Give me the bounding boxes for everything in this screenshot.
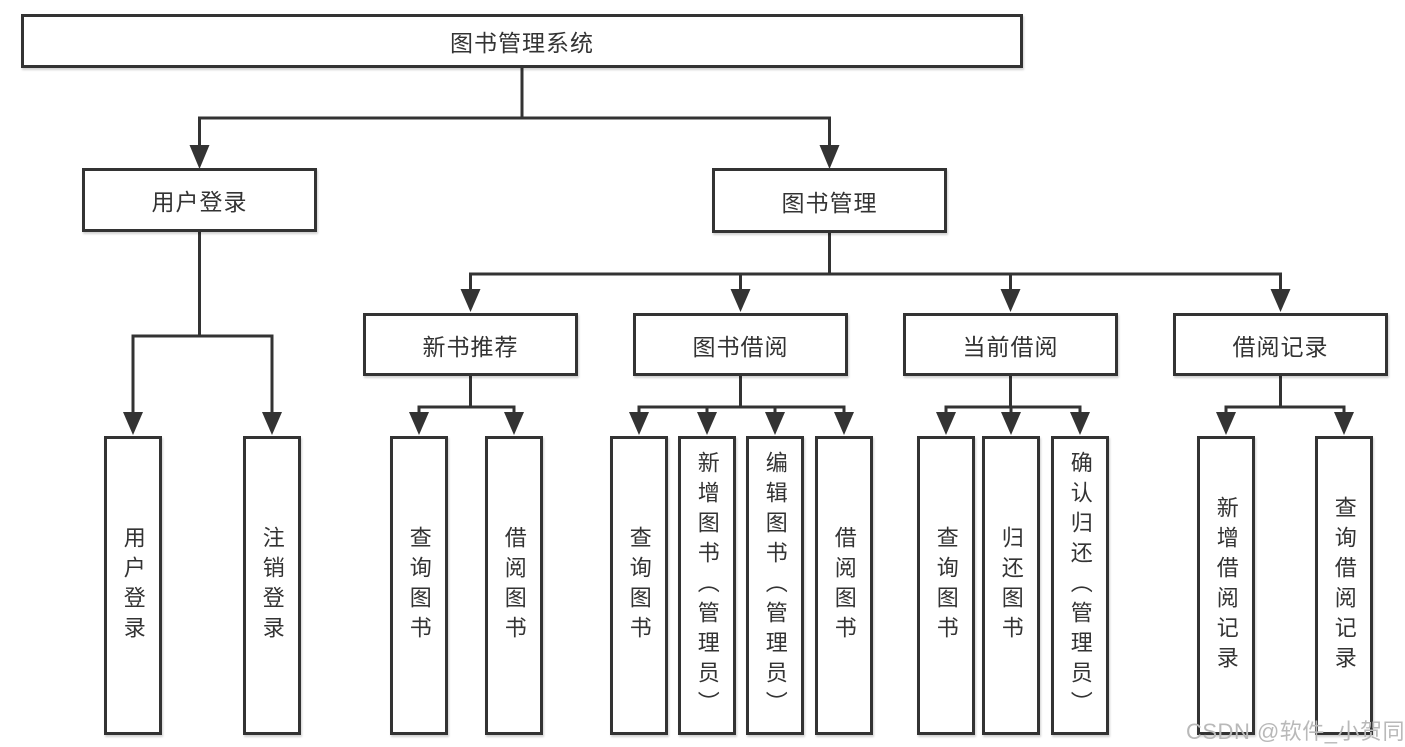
csdn-watermark: CSDN @软件_小贺同学 (1186, 719, 1405, 744)
connector-root-to-level2 (189, 68, 840, 169)
leaf-label: 查询图书 (406, 525, 432, 646)
connector-line (637, 376, 846, 414)
connector-new-book-recommend-to-leaves (409, 376, 524, 435)
arrowhead (504, 412, 524, 435)
leaf-query-books-1: 查询图书 (390, 436, 448, 735)
leaf-label: 借阅图书 (831, 525, 857, 646)
arrowhead (765, 412, 785, 435)
node-root-system: 图书管理系统 (21, 14, 1023, 68)
node-borrow-records: 借阅记录 (1173, 313, 1388, 376)
leaf-user-login: 用户登录 (104, 436, 162, 735)
leaf-add-borrow-record: 新增借阅记录 (1197, 436, 1255, 735)
leaf-label: 查询图书 (933, 525, 959, 646)
connector-book-management-to-level3 (460, 233, 1291, 312)
leaf-label: 归还图书 (998, 525, 1024, 646)
leaf-add-books-admin: 新增图书（管理员） (678, 436, 736, 735)
arrowhead (460, 289, 481, 312)
leaf-borrow-books-2: 借阅图书 (815, 436, 873, 735)
arrowhead (1070, 412, 1090, 435)
leaf-logout: 注销登录 (243, 436, 301, 735)
connector-line (944, 376, 1082, 414)
leaf-label: 编辑图书（管理员） (762, 450, 788, 721)
arrowhead (629, 412, 649, 435)
leaf-label: 新增图书（管理员） (694, 450, 720, 721)
node-book-management: 图书管理 (712, 168, 947, 233)
node-current-borrow: 当前借阅 (903, 313, 1118, 376)
arrowhead (262, 412, 282, 435)
leaf-label: 查询图书 (626, 525, 652, 646)
connector-user-login-to-leaves (123, 232, 282, 435)
arrowhead (819, 145, 840, 169)
leaf-label: 确认归还（管理员） (1067, 450, 1093, 721)
node-new-book-recommend: 新书推荐 (363, 313, 578, 376)
arrowhead (730, 289, 751, 312)
leaf-label: 注销登录 (259, 525, 285, 646)
leaf-label: 新增借阅记录 (1213, 495, 1239, 676)
arrowhead (409, 412, 429, 435)
leaf-confirm-return-admin: 确认归还（管理员） (1051, 436, 1109, 735)
arrowhead (1216, 412, 1236, 435)
leaf-borrow-books-1: 借阅图书 (485, 436, 543, 735)
leaf-query-books-2: 查询图书 (610, 436, 668, 735)
arrowhead (1270, 289, 1291, 312)
arrowhead (697, 412, 717, 435)
arrowhead (123, 412, 143, 435)
connector-book-borrow-to-leaves (629, 376, 854, 435)
arrowhead (189, 145, 210, 169)
connector-line (131, 232, 274, 414)
leaf-edit-books-admin: 编辑图书（管理员） (746, 436, 804, 735)
leaf-return-books: 归还图书 (982, 436, 1040, 735)
leaf-label: 借阅图书 (501, 525, 527, 646)
node-book-borrow: 图书借阅 (633, 313, 848, 376)
leaf-label: 查询借阅记录 (1331, 495, 1357, 676)
arrowhead (834, 412, 854, 435)
connector-line (198, 68, 831, 147)
leaf-query-borrow-record: 查询借阅记录 (1315, 436, 1373, 735)
connector-line (417, 376, 516, 414)
connector-line (1224, 376, 1346, 414)
arrowhead (1001, 412, 1021, 435)
connector-borrow-records-to-leaves (1216, 376, 1354, 435)
connector-current-borrow-to-leaves (936, 376, 1090, 435)
node-user-login: 用户登录 (82, 168, 317, 232)
arrowhead (1000, 289, 1021, 312)
arrowhead (1334, 412, 1354, 435)
leaf-label: 用户登录 (120, 525, 146, 646)
connector-line (469, 233, 1282, 293)
leaf-query-books-3: 查询图书 (917, 436, 975, 735)
arrowhead (936, 412, 956, 435)
